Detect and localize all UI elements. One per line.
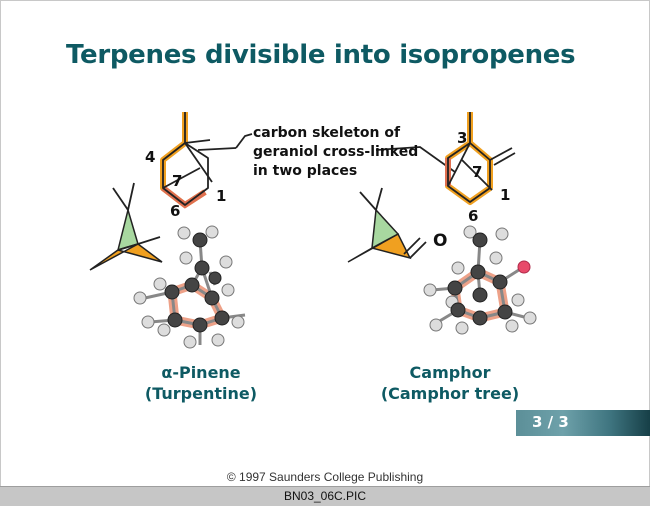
pinene-label-c4: 4	[145, 148, 155, 166]
callout-pointer-right	[375, 146, 456, 173]
page-indicator-text: 3 / 3	[532, 413, 569, 431]
pinene-label-c1: 1	[216, 187, 226, 205]
camphor-label-c7: 7	[472, 163, 482, 181]
pinene-common-name: (Turpentine)	[144, 384, 258, 403]
camphor-label-c3: 3	[457, 129, 467, 147]
camphor-common-name: (Camphor tree)	[380, 384, 520, 403]
camphor-structure: O	[347, 187, 447, 263]
camphor-label-c1: 1	[500, 186, 510, 204]
slide-title: Terpenes divisible into isopropenes	[66, 40, 576, 70]
callout-text: carbon skeleton of geraniol cross-linked…	[253, 124, 418, 181]
pinene-label-c7: 7	[172, 172, 182, 190]
pinene-structure	[89, 182, 163, 271]
camphor-label-oxygen: O	[433, 231, 447, 251]
camphor-oxygen-atom	[517, 260, 531, 274]
callout-line-2: geraniol cross-linked	[253, 144, 419, 160]
callout-pointer-left	[235, 133, 253, 149]
camphor-carbon-skeleton: 3 7 1 6	[445, 112, 516, 225]
pinene-ball-model	[133, 225, 246, 349]
pinene-label-c6: 6	[170, 202, 180, 220]
camphor-label-c6: 6	[468, 207, 478, 225]
footer-bar: BN03_06C.PIC	[0, 486, 650, 506]
pinene-caption: α-Pinene (Turpentine)	[126, 362, 276, 404]
page-indicator: 3 / 3	[516, 410, 650, 436]
pinene-name: α-Pinene	[161, 363, 241, 382]
footer-filename: BN03_06C.PIC	[283, 489, 367, 503]
copyright-notice: © 1997 Saunders College Publishing	[226, 470, 424, 484]
camphor-caption: Camphor (Camphor tree)	[370, 362, 530, 404]
camphor-ball-model	[423, 225, 537, 335]
callout-line-3: in two places	[253, 163, 358, 179]
callout-line-1: carbon skeleton of	[253, 125, 401, 141]
pinene-carbon-skeleton: 4 7 1 6	[145, 112, 237, 220]
camphor-name: Camphor	[409, 363, 491, 382]
